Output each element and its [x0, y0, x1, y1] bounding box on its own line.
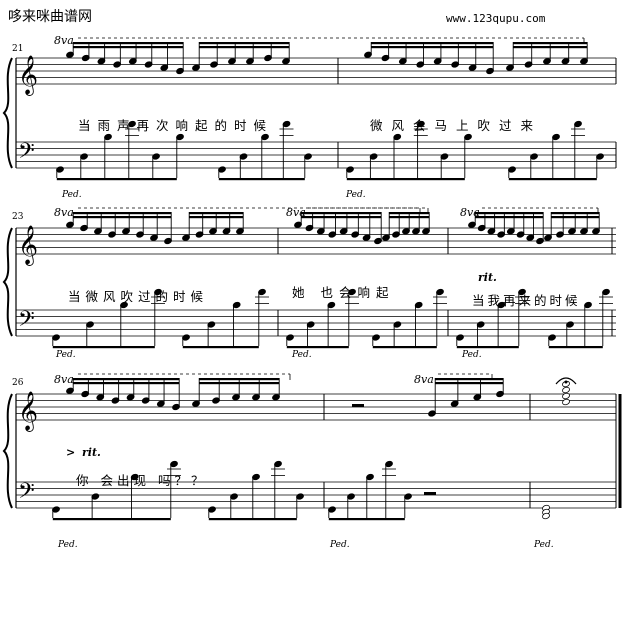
pedal-mark: Ped. [292, 350, 312, 360]
measure-number-21: 21 [12, 44, 24, 54]
measure-number-23: 23 [12, 212, 24, 222]
beam [513, 42, 588, 45]
bass-clef: 𝄢 [18, 479, 35, 509]
lyric-line-2b: 她 也会响起 [292, 285, 395, 300]
beam [218, 178, 305, 181]
beam [551, 216, 600, 219]
beam [551, 212, 600, 215]
brace [2, 57, 13, 169]
beam [73, 382, 180, 385]
beam [301, 212, 382, 215]
beam [208, 518, 297, 521]
beam [73, 42, 184, 45]
lyric-line-1b: 微风会马上吹过来 [370, 118, 543, 133]
beam [475, 212, 544, 215]
ottava-mark: 8va [54, 373, 74, 386]
notehead [562, 386, 570, 394]
pedal-mark: Ped. [534, 540, 554, 550]
beam [328, 518, 405, 521]
beam [372, 346, 437, 349]
pedal-mark: Ped. [56, 350, 76, 360]
notehead [562, 398, 570, 406]
beam [52, 518, 171, 521]
pedal-mark: Ped. [462, 350, 482, 360]
pedal-mark: Ped. [346, 190, 366, 200]
notehead [562, 392, 570, 400]
beam [435, 382, 504, 385]
beam [73, 212, 172, 215]
beam [52, 346, 155, 349]
beam [456, 346, 519, 349]
beam [389, 212, 430, 215]
beam [56, 178, 177, 181]
beam [199, 382, 280, 385]
beam [371, 46, 494, 49]
half-rest [424, 492, 436, 495]
bass-clef: 𝄢 [18, 307, 35, 337]
half-rest [352, 404, 364, 407]
ottava-mark: 8va [54, 34, 74, 47]
fermata-dot [564, 380, 568, 384]
rit-mark: rit. [478, 271, 497, 284]
beam [548, 346, 603, 349]
lyric-line-3: 你 会出现 吗？？ [76, 473, 208, 488]
treble-clef: 𝄞 [18, 55, 38, 96]
beam [73, 216, 172, 219]
brace [2, 393, 13, 509]
brace [2, 227, 13, 337]
beam [346, 178, 465, 181]
beam [389, 216, 430, 219]
rit-mark: rit. [82, 446, 101, 459]
beam [73, 378, 180, 381]
beam [199, 42, 290, 45]
treble-clef: 𝄞 [18, 391, 38, 432]
notehead [542, 512, 550, 520]
beam [508, 178, 597, 181]
lyric-line-2a: 当微风吹过的时候 [68, 289, 209, 304]
beam [513, 46, 588, 49]
bass-clef: 𝄢 [18, 139, 35, 169]
ottava-mark: 8va [414, 373, 434, 386]
beam [189, 212, 244, 215]
beam [189, 216, 244, 219]
fermata [555, 377, 577, 385]
site-url[interactable]: www.123qupu.com [446, 12, 546, 25]
beam [475, 216, 544, 219]
beam [199, 46, 290, 49]
beam [73, 46, 184, 49]
beam [199, 378, 280, 381]
site-name: 哆来咪曲谱网 [8, 9, 92, 25]
beam [182, 346, 259, 349]
pedal-mark: Ped. [62, 190, 82, 200]
beam [286, 346, 349, 349]
beam [301, 216, 382, 219]
beam [435, 378, 504, 381]
measure-number-26: 26 [12, 378, 24, 388]
ottava-mark: 8va [54, 206, 74, 219]
treble-clef: 𝄞 [18, 225, 38, 266]
accent-mark: > [66, 446, 76, 459]
pedal-mark: Ped. [330, 540, 350, 550]
pedal-mark: Ped. [58, 540, 78, 550]
beam [371, 42, 494, 45]
